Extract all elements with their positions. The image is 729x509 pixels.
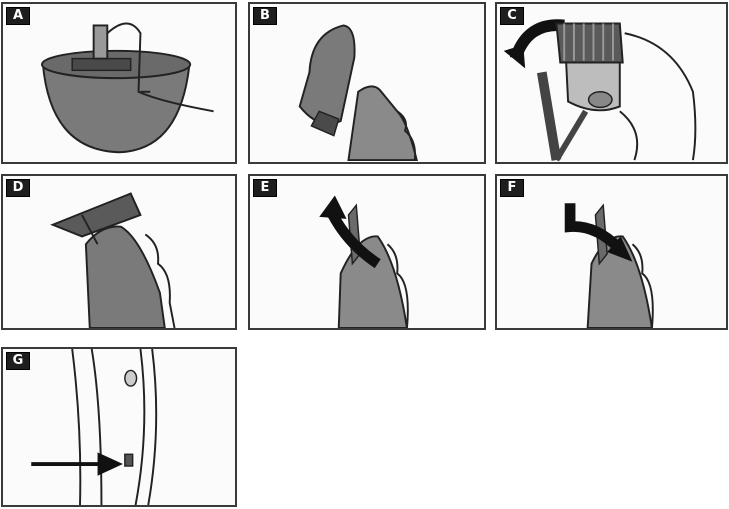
panel-f: F <box>495 174 728 330</box>
side-button-illustration <box>3 349 235 505</box>
step-label-g: G <box>6 352 30 370</box>
lever-open-illustration <box>3 176 235 328</box>
step-label-b: B <box>253 7 277 25</box>
panel-d: D <box>1 174 237 330</box>
comb-attachment-illustration <box>497 4 726 162</box>
panel-b: B <box>248 2 486 164</box>
step-label-d: D <box>6 179 30 197</box>
close-direction-illustration <box>497 176 726 328</box>
step-label-f: F <box>500 179 524 197</box>
charging-stand-illustration <box>3 4 235 162</box>
step-label-a: A <box>6 7 30 25</box>
panel-g: G <box>1 347 237 507</box>
attachment-removal-illustration <box>250 4 484 162</box>
panel-e: E <box>248 174 486 330</box>
panel-c: C <box>495 2 728 164</box>
step-label-e: E <box>253 179 277 197</box>
step-label-c: C <box>500 7 524 25</box>
open-direction-illustration <box>250 176 484 328</box>
panel-a: A <box>1 2 237 164</box>
